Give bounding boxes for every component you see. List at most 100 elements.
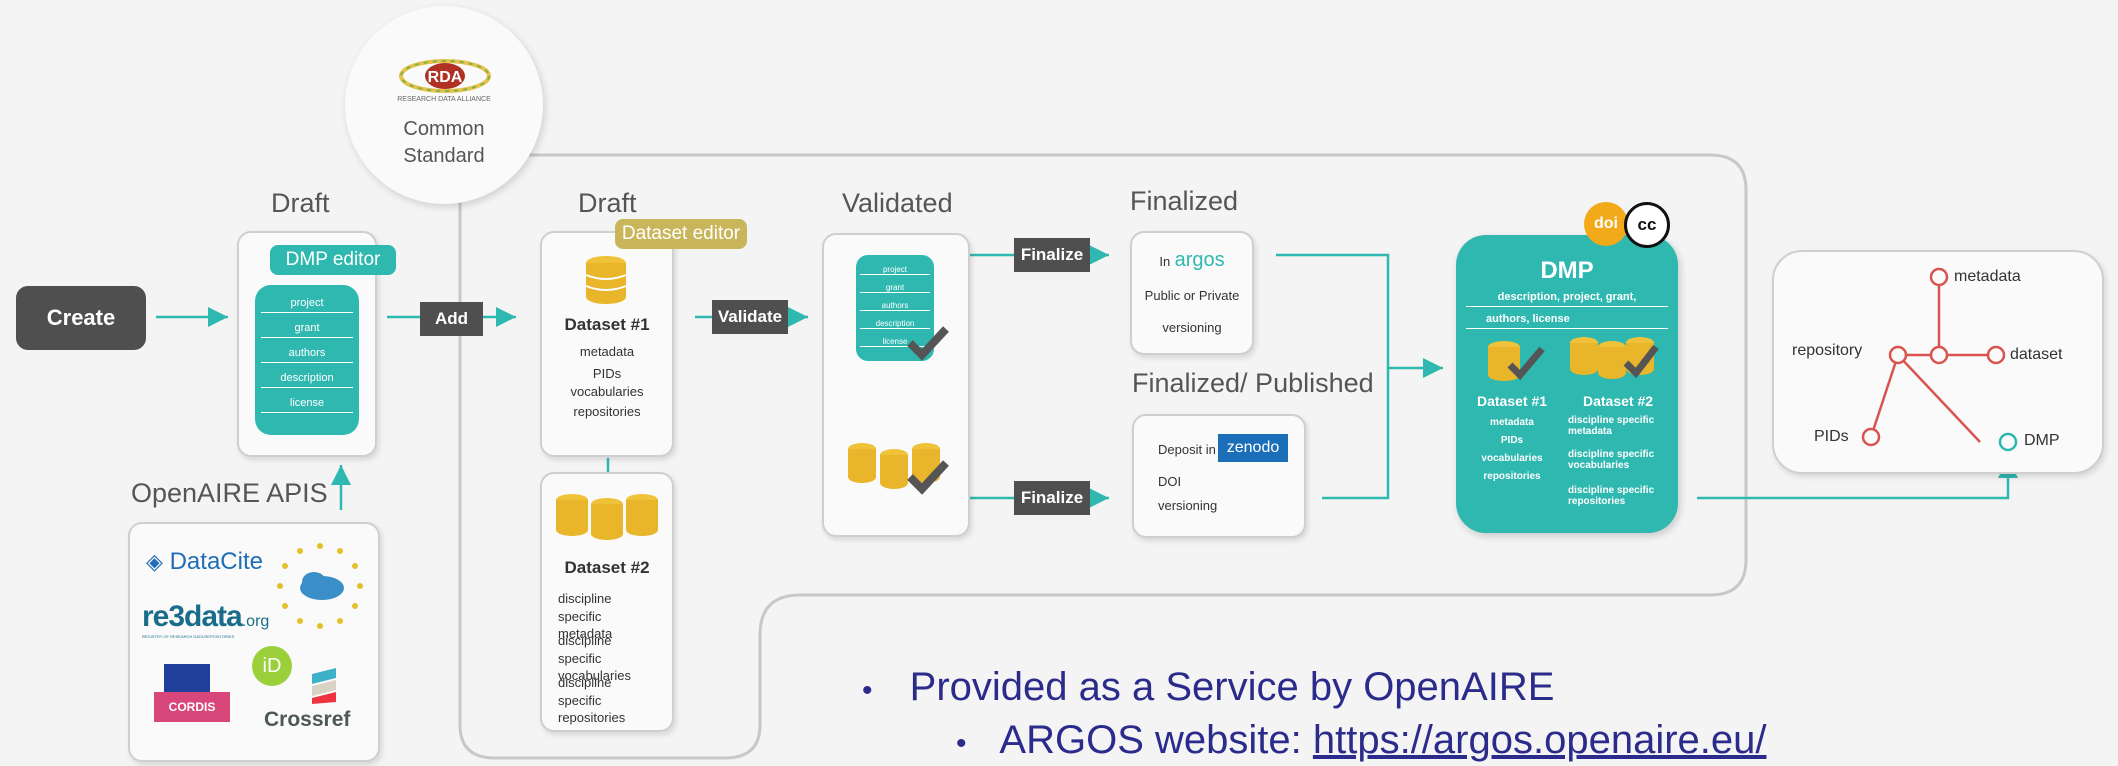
dmp-dataset1-icon — [1488, 341, 1545, 381]
dmp-header-line2: authors, license — [1466, 313, 1668, 329]
bullet-icon: • — [862, 674, 873, 707]
checkmark-icon-2 — [907, 460, 949, 495]
graph-node-dataset — [1986, 345, 2006, 365]
bullet-text-argos: ARGOS website: — [999, 718, 1313, 762]
openaire-apis-label: OpenAIRE APIS — [131, 478, 328, 508]
dmp-field-authors: authors — [261, 347, 353, 363]
dataset1-metadata: metadata — [579, 344, 635, 359]
eosc-cloud-icon — [277, 543, 363, 629]
re3data-suffix: .org — [241, 613, 270, 630]
finalize-button-top[interactable]: Finalize — [1014, 238, 1090, 272]
graph-dmp-label: DMP — [2024, 432, 2060, 449]
dmp-dataset2-vocabularies: discipline specific vocabularies — [1568, 449, 1655, 471]
dmp-dataset2-title: Dataset #2 — [1582, 393, 1654, 409]
finalized-card: In argos Public or Private versioning — [1130, 231, 1254, 355]
rda-logo-text: RDA — [428, 69, 463, 86]
finalized-public-private: Public or Private — [1144, 288, 1240, 303]
datacite-text: DataCite — [169, 548, 263, 575]
finalized-versioning: versioning — [1162, 320, 1222, 335]
dataset2-card[interactable]: Dataset #2 discipline specific metadata … — [540, 472, 674, 732]
dmp-dataset2-metadata: discipline specific metadata — [1568, 415, 1655, 437]
dmp-dataset1-repositories: repositories — [1483, 471, 1541, 482]
dataset-draft-label: Draft — [578, 188, 637, 218]
graph-metadata-label: metadata — [1954, 268, 2021, 285]
graph-edges — [1861, 267, 2018, 452]
dmp-dataset2-icon — [1570, 337, 1659, 379]
dmp-dataset1-title: Dataset #1 — [1476, 393, 1548, 409]
dataset1-title: Dataset #1 — [564, 315, 650, 334]
deposit-text: Deposit in — [1158, 442, 1216, 457]
dmp-editor-tag: DMP editor — [270, 245, 396, 275]
validated-label: Validated — [842, 188, 953, 218]
bullet-text-service: Provided as a Service by OpenAIRE — [909, 665, 1555, 709]
rda-logo-icon: RDA — [399, 59, 491, 93]
dataset2-vocabularies: discipline specific vocabularies — [558, 633, 631, 684]
zenodo-logo: zenodo — [1218, 434, 1288, 462]
dmp-dataset2-repositories: discipline specific repositories — [1568, 485, 1655, 507]
bullet-icon-2: • — [956, 727, 967, 760]
add-button[interactable]: Add — [420, 302, 483, 336]
validated-card: project grant authors description licens… — [822, 233, 970, 537]
openaire-apis-card: ◈ DataCite re3data.org REGISTRY OF RESEA… — [128, 522, 380, 762]
validated-description: description — [860, 319, 930, 329]
bullet-item-1: • Provided as a Service by OpenAIRE — [862, 665, 1554, 710]
draft-label: Draft — [271, 188, 330, 218]
dataset-editor-tag: Dataset editor — [615, 219, 747, 249]
dmp-field-description: description — [261, 372, 353, 388]
datacite-icon: ◈ — [146, 549, 163, 574]
graph-node-hub — [1929, 345, 1949, 365]
argos-website-link[interactable]: https://argos.openaire.eu/ — [1312, 718, 1767, 762]
graph-card: metadata repository dataset PIDs DMP — [1772, 250, 2104, 474]
dataset1-card[interactable]: Dataset #1 metadata PIDs vocabularies re… — [540, 231, 674, 457]
re3data-subtitle: REGISTRY OF RESEARCH DATA REPOSITORIES — [142, 634, 235, 639]
cordis-logo: CORDIS — [154, 664, 230, 728]
finalize-button-bottom[interactable]: Finalize — [1014, 481, 1090, 515]
dmp-field-grant: grant — [261, 322, 353, 338]
finalized-label: Finalized — [1130, 186, 1239, 216]
graph-node-pids — [1861, 427, 1881, 447]
common-standard-line1: Common — [403, 118, 485, 140]
argos-logo: In argos — [1132, 249, 1252, 272]
dataset1-repositories: repositories — [573, 404, 641, 419]
dmp-title: DMP — [1540, 257, 1594, 284]
validated-project: project — [860, 265, 930, 275]
dmp-editor-card[interactable]: project grant authors description licens… — [237, 231, 377, 457]
dmp-field-project: project — [261, 297, 353, 313]
argos-in-text: In — [1159, 254, 1171, 269]
dataset2-metadata: discipline specific metadata — [558, 591, 613, 642]
dataset2-repositories: discipline specific repositories — [558, 675, 626, 726]
dmp-dataset1-vocabularies: vocabularies — [1481, 453, 1543, 464]
graph-node-dmp — [1998, 432, 2018, 452]
published-doi: DOI — [1158, 474, 1182, 489]
graph-node-metadata — [1929, 267, 1949, 287]
cordis-label: CORDIS — [154, 692, 230, 722]
eu-flag-icon — [164, 664, 210, 692]
validate-button[interactable]: Validate — [712, 300, 788, 334]
published-label: Finalized/ Published — [1132, 368, 1374, 398]
rda-subtitle: RESEARCH DATA ALLIANCE — [397, 96, 491, 103]
cc-badge-icon: cc — [1624, 202, 1670, 248]
dataset2-title: Dataset #2 — [564, 558, 650, 577]
datacite-logo: ◈ DataCite — [146, 548, 263, 576]
crossref-text: Crossref — [264, 708, 351, 731]
validated-grant: grant — [860, 283, 930, 293]
re3data-logo: re3data.org REGISTRY OF RESEARCH DATA RE… — [142, 600, 269, 639]
orcid-icon: iD — [252, 646, 292, 686]
dmp-dataset1-pids: PIDs — [1500, 435, 1524, 446]
crossref-icon — [312, 668, 336, 704]
dmp-editor-fields: project grant authors description licens… — [255, 285, 359, 435]
re3data-text: re3data — [142, 600, 243, 633]
argos-text: argos — [1174, 249, 1225, 271]
dataset1-vocabularies: vocabularies — [570, 384, 644, 399]
bullet-item-2: • ARGOS website: https://argos.openaire.… — [956, 718, 1767, 763]
dataset1-pids: PIDs — [592, 366, 622, 381]
graph-pids-label: PIDs — [1814, 428, 1849, 445]
dmp-dataset1-metadata: metadata — [1490, 417, 1534, 428]
common-standard-line2: Standard — [403, 145, 485, 167]
published-versioning: versioning — [1158, 498, 1218, 513]
create-button[interactable]: Create — [16, 286, 146, 350]
graph-repository-label: repository — [1792, 342, 1863, 359]
published-card: Deposit in zenodo DOI versioning — [1132, 414, 1306, 538]
validated-fields: project grant authors description licens… — [856, 255, 934, 361]
